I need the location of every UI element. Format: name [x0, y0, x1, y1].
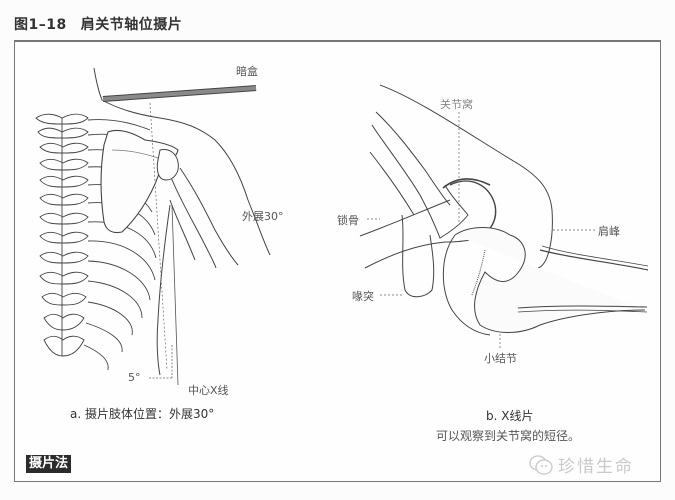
section-badge: 摄片法 [26, 455, 72, 473]
panel-b-illustration [359, 84, 649, 350]
label-clavicle: 锁骨 [337, 214, 359, 227]
figure-number: 图1–18 [14, 17, 67, 33]
label-angle: 5° [128, 371, 141, 384]
caption-a: a. 摄片肢体位置：外展30° [70, 407, 215, 421]
figure-title-text: 肩关节轴位摄片 [80, 17, 183, 33]
panel-a-illustration [35, 67, 271, 386]
label-acromion: 肩峰 [598, 225, 620, 238]
figure-frame [14, 40, 661, 482]
figure-title: 图1–18 肩关节轴位摄片 [14, 14, 182, 34]
label-central-ray: 中心X线 [188, 384, 229, 397]
watermark: 珍惜生命 [528, 452, 634, 477]
label-glenoid: 关节窝 [440, 98, 473, 111]
label-cassette: 暗盒 [236, 65, 258, 78]
label-abduction: 外展30° [242, 210, 284, 223]
label-coracoid: 喙突 [352, 290, 374, 303]
caption-b-note: 可以观察到关节窝的短径。 [436, 429, 581, 443]
wechat-icon [529, 454, 553, 475]
caption-b: b. X线片 [486, 409, 534, 423]
label-lesser-tubercle: 小结节 [484, 352, 517, 365]
watermark-text: 珍惜生命 [558, 457, 634, 477]
